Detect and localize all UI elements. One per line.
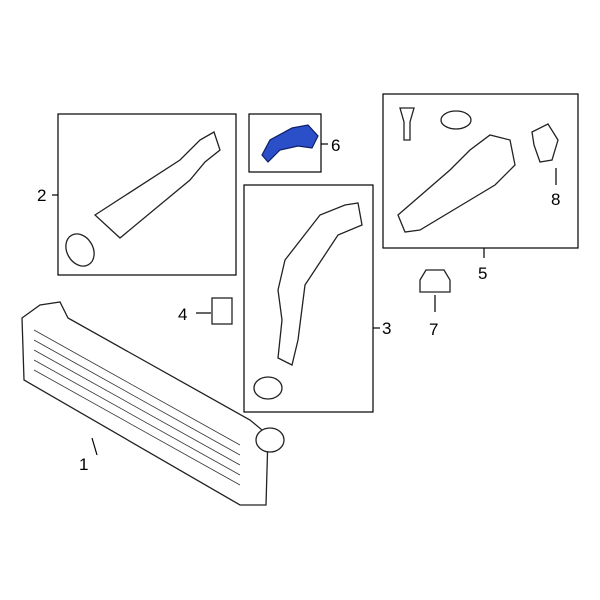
callout-2: 2 [37, 186, 46, 205]
seal-ring[interactable] [60, 229, 100, 271]
bolt[interactable] [399, 107, 415, 141]
seal-ring[interactable] [440, 110, 472, 130]
part-group-6[interactable]: 6 [248, 113, 340, 173]
part-group-1[interactable]: 1 [21, 301, 285, 506]
charge-pipe[interactable] [277, 202, 363, 366]
intercooler-outlet[interactable] [255, 427, 285, 453]
grommet[interactable] [419, 269, 451, 293]
intake-duct[interactable] [397, 134, 516, 233]
air-duct-hose[interactable] [93, 131, 221, 239]
callout-7: 7 [429, 320, 438, 339]
group-box-6 [248, 113, 322, 173]
seal-ring[interactable] [253, 376, 283, 400]
callout-1: 1 [79, 455, 88, 474]
callout-4: 4 [178, 305, 187, 324]
highlighted-bracket[interactable] [261, 124, 319, 163]
leader-1 [91, 437, 98, 456]
group-box-5 [382, 93, 579, 249]
part-group-3[interactable]: 3 [243, 184, 391, 413]
callout-8: 8 [551, 190, 560, 209]
part-group-4[interactable]: 4 [178, 297, 233, 325]
part-group-7[interactable]: 7 [419, 269, 451, 339]
part-group-5[interactable]: 8 5 [382, 93, 579, 283]
sensor[interactable] [531, 123, 559, 163]
callout-3: 3 [382, 319, 391, 338]
part-group-2[interactable]: 2 [37, 113, 237, 276]
callout-5: 5 [478, 264, 487, 283]
callout-6: 6 [331, 136, 340, 155]
mount-block[interactable] [211, 297, 233, 325]
intercooler[interactable] [21, 301, 269, 506]
group-box-3 [243, 184, 374, 413]
